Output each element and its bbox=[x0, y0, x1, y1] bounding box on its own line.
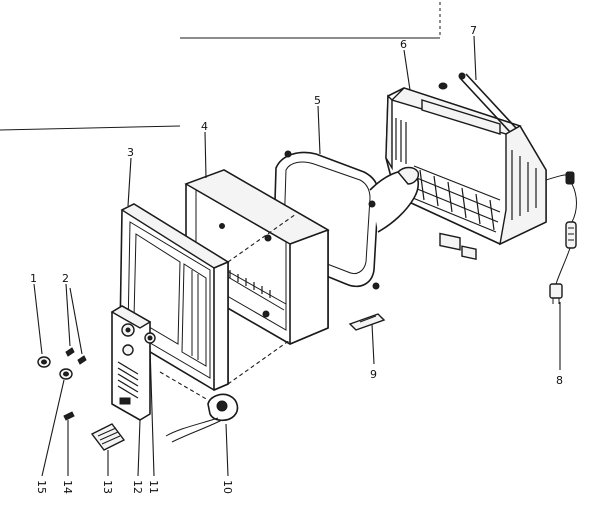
callout-6: 6 bbox=[400, 38, 407, 51]
callout-5: 5 bbox=[314, 94, 321, 107]
speaker-grille bbox=[117, 361, 139, 399]
callout-9: 9 bbox=[370, 368, 377, 381]
back-cabinet bbox=[385, 82, 547, 261]
antenna bbox=[458, 72, 517, 133]
callout-4: 4 bbox=[201, 120, 208, 133]
reference-lines bbox=[0, 2, 441, 131]
control-panel bbox=[110, 305, 152, 421]
leader-lines bbox=[33, 35, 561, 477]
bracket-clip bbox=[348, 313, 386, 331]
screw bbox=[63, 411, 75, 421]
control-knob bbox=[37, 356, 51, 368]
callout-14: 14 bbox=[61, 480, 74, 494]
power-cord bbox=[545, 171, 577, 304]
callout-10: 10 bbox=[221, 480, 234, 494]
callout-8: 8 bbox=[556, 374, 563, 387]
callout-2: 2 bbox=[62, 272, 69, 285]
callout-11: 11 bbox=[147, 480, 160, 494]
callout-7: 7 bbox=[470, 24, 477, 37]
speaker bbox=[159, 371, 239, 443]
callout-3: 3 bbox=[127, 146, 134, 159]
callout-labels: 1 2 3 4 5 6 7 8 9 10 11 12 13 14 15 bbox=[30, 24, 563, 494]
callout-13: 13 bbox=[101, 480, 114, 494]
callout-12: 12 bbox=[131, 480, 144, 494]
callout-1: 1 bbox=[30, 272, 37, 285]
back-cabinet-vents bbox=[395, 118, 537, 233]
callout-15: 15 bbox=[35, 480, 48, 494]
slide-switch bbox=[90, 423, 126, 451]
knob-shaft bbox=[65, 347, 87, 365]
small-knob bbox=[144, 332, 156, 344]
knob bbox=[59, 368, 73, 380]
